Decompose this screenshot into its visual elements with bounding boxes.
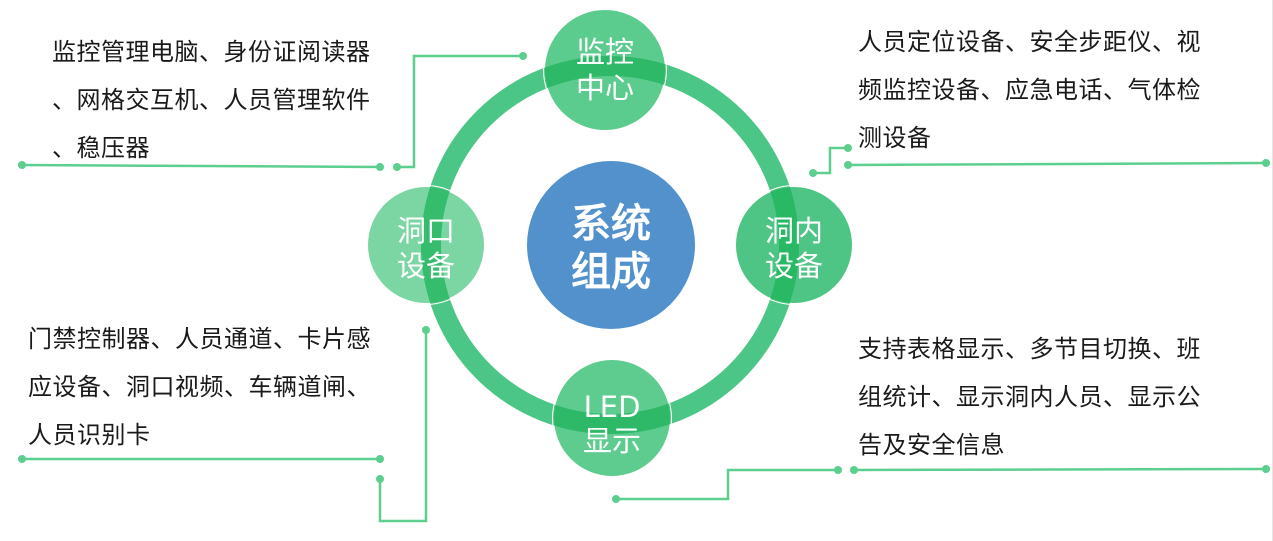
description-line: 、稳压器 — [52, 134, 150, 162]
node-portal-equipment: 洞口 设备 — [366, 185, 486, 305]
description-line: 支持表格显示、多节目切换、班 — [858, 335, 1201, 363]
description-tunnel-equipment: 人员定位设备、安全步距仪、视 频监控设备、应急电话、气体检 测设备 — [858, 18, 1248, 162]
node-led-display-band — [553, 359, 671, 434]
description-line: 门禁控制器、人员通道、卡片感 — [28, 325, 371, 353]
node-monitor-center-band — [544, 56, 666, 131]
center-label-line2: 组成 — [571, 249, 651, 295]
node-tunnel-equipment-line2: 设备 — [765, 249, 823, 283]
node-monitor-center: 监控 中心 — [543, 8, 667, 132]
connector-dot — [422, 326, 430, 334]
description-line: 频监控设备、应急电话、气体检 — [858, 76, 1201, 104]
description-line: 人员定位设备、安全步距仪、视 — [858, 28, 1201, 56]
description-line: 测设备 — [858, 124, 932, 152]
description-line: 人员识别卡 — [28, 421, 151, 449]
description-line: 告及安全信息 — [858, 431, 1005, 459]
connector-dot — [18, 455, 26, 463]
connector-dot — [850, 466, 858, 474]
connector-dot — [376, 163, 384, 171]
connector-dot — [844, 144, 852, 152]
node-portal-equipment-line2: 设备 — [397, 249, 455, 283]
description-monitor-center: 监控管理电脑、身份证阅读器 、网格交互机、人员管理软件 、稳压器 — [52, 28, 412, 172]
connector-dot — [519, 52, 527, 60]
node-tunnel-equipment: 洞内 设备 — [734, 185, 854, 305]
connector-dot — [844, 161, 852, 169]
connector-monitor-center-link — [397, 54, 523, 169]
description-led-display: 支持表格显示、多节目切换、班 组统计、显示洞内人员、显示公 告及安全信息 — [858, 325, 1248, 469]
description-line: 监控管理电脑、身份证阅读器 — [52, 38, 371, 66]
connector-dot — [376, 475, 384, 483]
node-tunnel-equipment-line1: 洞内 — [765, 214, 823, 248]
node-portal-equipment-band — [421, 186, 485, 304]
connector-dot — [18, 161, 26, 169]
connector-monitor-center — [21, 163, 381, 169]
connector-tunnel-equipment-link — [813, 146, 848, 175]
connector-dot — [1262, 465, 1270, 473]
connector-dot — [809, 169, 817, 177]
connector-led-display-link — [616, 468, 838, 501]
node-tunnel-equipment-band — [735, 186, 799, 304]
connectors — [21, 54, 1267, 523]
connector-dots — [18, 52, 1270, 503]
center-circle — [527, 161, 695, 329]
node-portal-equipment-line1: 洞口 — [397, 214, 455, 248]
description-line: 组统计、显示洞内人员、显示公 — [858, 383, 1201, 411]
connector-tunnel-equipment — [847, 161, 1267, 167]
node-led-display: LED 显示 — [552, 358, 672, 478]
node-monitor-center-line1: 监控 — [576, 35, 634, 69]
connector-dot — [612, 495, 620, 503]
node-monitor-center-line2: 中心 — [576, 71, 634, 105]
connector-portal-equipment-link — [378, 330, 428, 523]
node-led-display-line2: 显示 — [583, 424, 641, 458]
connector-led-display — [853, 467, 1267, 472]
node-led-display-line1: LED — [584, 390, 641, 424]
description-line: 应设备、洞口视频、车辆道闸、 — [28, 373, 371, 401]
description-line: 、网格交互机、人员管理软件 — [52, 86, 371, 114]
center-label-line1: 系统 — [571, 201, 651, 247]
connector-dot — [376, 455, 384, 463]
connector-dot — [393, 163, 401, 171]
connector-dot — [1262, 159, 1270, 167]
connector-dot — [834, 466, 842, 474]
description-portal-equipment: 门禁控制器、人员通道、卡片感 应设备、洞口视频、车辆道闸、 人员识别卡 — [28, 315, 418, 459]
